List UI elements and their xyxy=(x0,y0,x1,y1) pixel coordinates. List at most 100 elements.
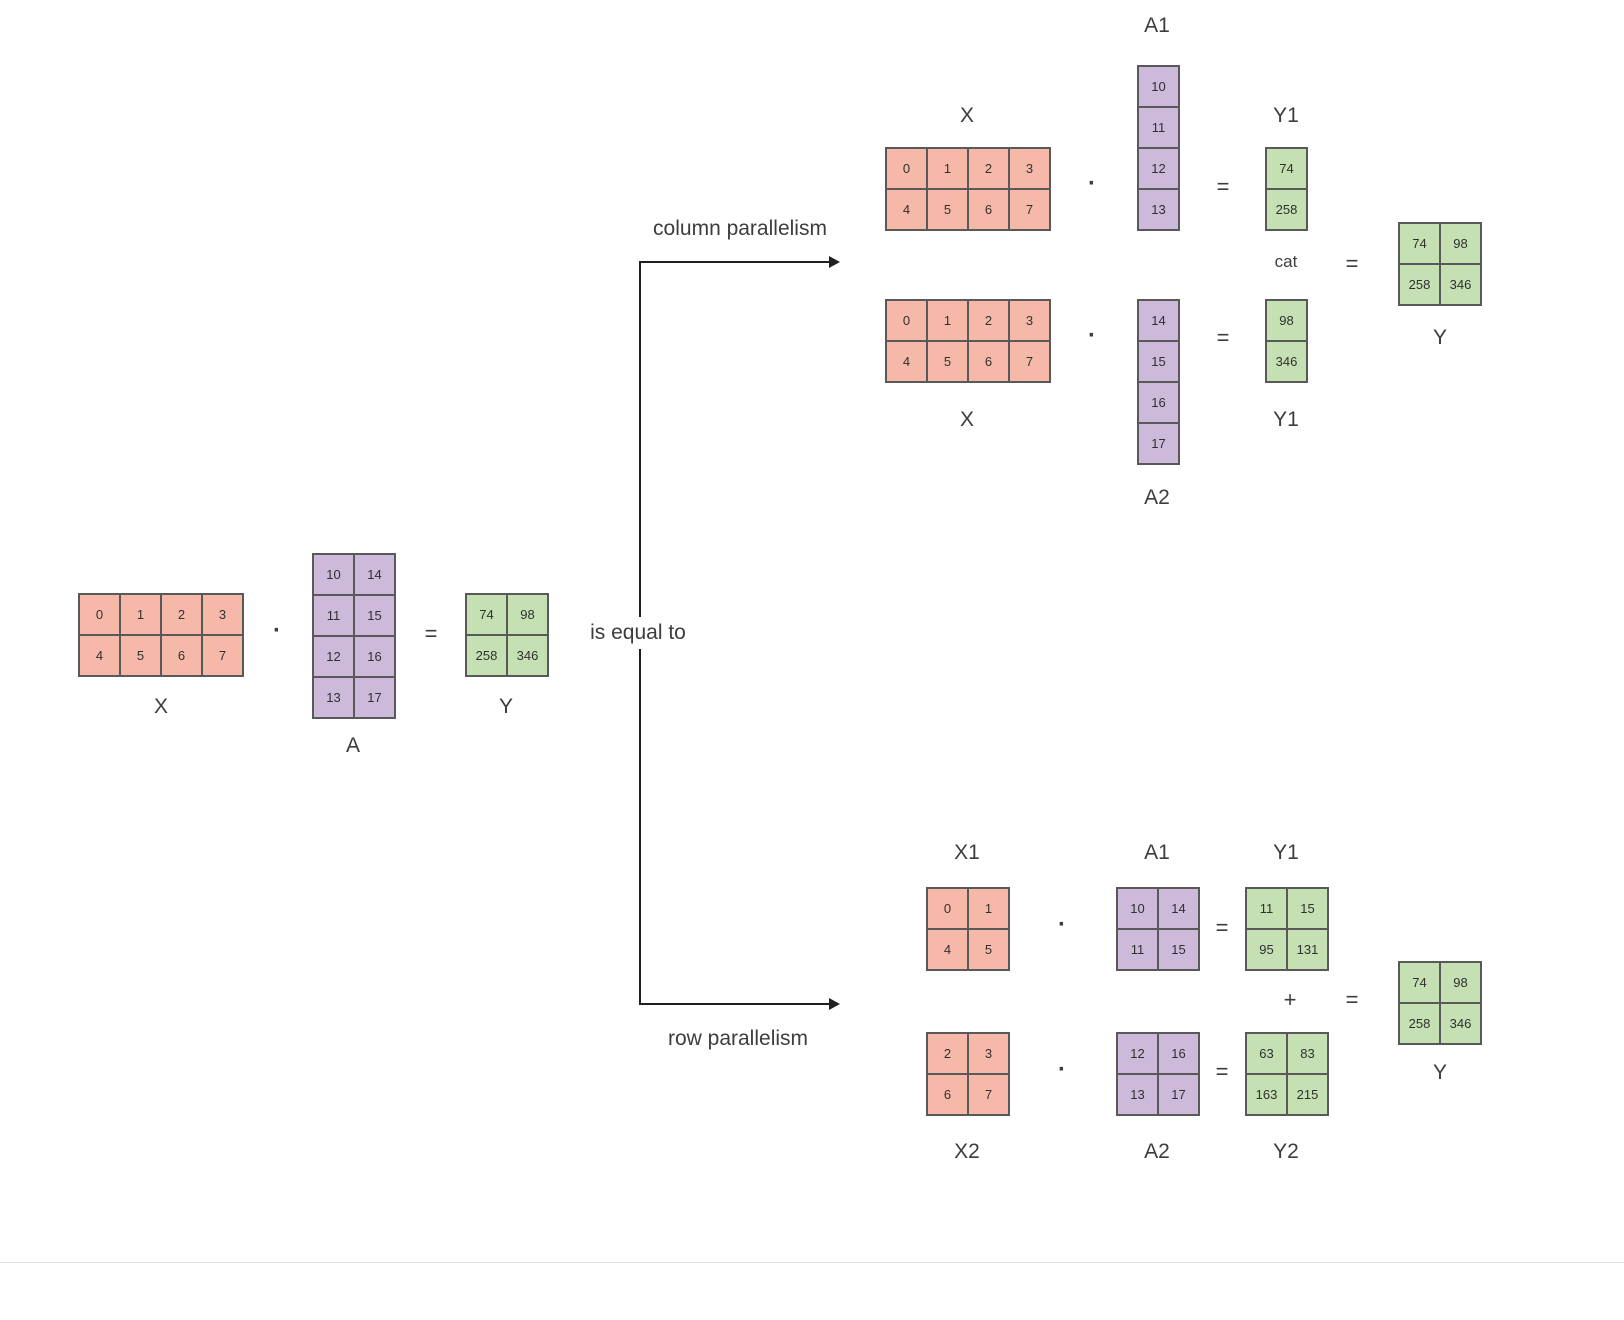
matrix-cell: 74 xyxy=(1266,148,1307,189)
matrix-cell: 3 xyxy=(202,594,243,635)
matrix-cell: 7 xyxy=(968,1074,1009,1115)
rp-dot-top-operator: · xyxy=(1058,911,1066,938)
rp-y-result-label: Y xyxy=(1432,1061,1448,1084)
matrix-cell: 10 xyxy=(1117,888,1158,929)
matrix-cell: 131 xyxy=(1287,929,1328,970)
matrix-cell: 5 xyxy=(927,341,968,382)
matrix-cell: 14 xyxy=(1158,888,1199,929)
rp-x2-label: X2 xyxy=(954,1140,980,1163)
matrix-cell: 3 xyxy=(968,1033,1009,1074)
matrix-cell: 15 xyxy=(1158,929,1199,970)
matrix-cell: 17 xyxy=(354,677,395,718)
matrix-cell: 5 xyxy=(968,929,1009,970)
rp-equals-bottom-operator: = xyxy=(1215,1059,1229,1084)
column-parallelism-arrow-line xyxy=(639,261,829,263)
is-equal-to-label: is equal to xyxy=(578,617,698,649)
cp-dot-top-operator: · xyxy=(1088,170,1096,197)
matrix-cell: 6 xyxy=(161,635,202,676)
matrix-cell: 7 xyxy=(1009,341,1050,382)
cp-equals-top-operator: = xyxy=(1216,174,1230,199)
matrix-cell: 83 xyxy=(1287,1033,1328,1074)
matrix-cell: 163 xyxy=(1246,1074,1287,1115)
matrix-cell: 0 xyxy=(927,888,968,929)
rp-plus-operator: + xyxy=(1283,987,1297,1012)
matrix-cell: 13 xyxy=(1117,1074,1158,1115)
matrix-cell: 7 xyxy=(1009,189,1050,230)
matrix-cell: 17 xyxy=(1138,423,1179,464)
cp-a2-label: A2 xyxy=(1144,486,1170,509)
matrix-cell: 98 xyxy=(1266,300,1307,341)
cp-x-bottom-label: X xyxy=(959,408,975,431)
matrix-cell: 2 xyxy=(968,148,1009,189)
cp-a1-label: A1 xyxy=(1144,14,1170,37)
cp-x-top-label: X xyxy=(959,104,975,127)
matrix-cell: 12 xyxy=(1138,148,1179,189)
matrix-cell: 16 xyxy=(1158,1033,1199,1074)
row-parallelism-arrowhead-icon xyxy=(829,998,840,1010)
matrix-cell: 4 xyxy=(886,189,927,230)
matrix-cell: 4 xyxy=(79,635,120,676)
matrix-cell: 11 xyxy=(313,595,354,636)
matrix-cell: 98 xyxy=(1440,962,1481,1003)
matrix-cell: 17 xyxy=(1158,1074,1199,1115)
page-bottom-divider xyxy=(0,1262,1624,1263)
matrix-cell: 74 xyxy=(1399,962,1440,1003)
matrix-cell: 74 xyxy=(1399,223,1440,264)
matrix-cell: 258 xyxy=(466,635,507,676)
base-a-label: A xyxy=(345,734,361,757)
matrix-cell: 13 xyxy=(1138,189,1179,230)
matrix-cell: 11 xyxy=(1246,888,1287,929)
matrix-cell: 5 xyxy=(927,189,968,230)
rp-y1-label: Y1 xyxy=(1273,841,1299,864)
cp-cat-equals-operator: = xyxy=(1345,251,1359,276)
matrix-cell: 15 xyxy=(1138,341,1179,382)
matrix-cell: 12 xyxy=(313,636,354,677)
matrix-cell: 346 xyxy=(1440,1003,1481,1044)
matrix-cell: 15 xyxy=(1287,888,1328,929)
matrix-cell: 4 xyxy=(886,341,927,382)
matrix-cell: 6 xyxy=(968,189,1009,230)
matrix-cell: 12 xyxy=(1117,1033,1158,1074)
base-equals-operator: = xyxy=(424,621,438,646)
matrix-cell: 258 xyxy=(1399,1003,1440,1044)
rp-x1-label: X1 xyxy=(954,841,980,864)
matrix-cell: 6 xyxy=(968,341,1009,382)
matrix-cell: 5 xyxy=(120,635,161,676)
matrix-cell: 3 xyxy=(1009,300,1050,341)
rp-a2-label: A2 xyxy=(1144,1140,1170,1163)
matrix-cell: 15 xyxy=(354,595,395,636)
matrix-cell: 0 xyxy=(886,300,927,341)
column-parallelism-arrowhead-icon xyxy=(829,256,840,268)
column-parallelism-label: column parallelism xyxy=(653,217,827,240)
matrix-cell: 10 xyxy=(1138,66,1179,107)
matrix-cell: 346 xyxy=(507,635,548,676)
row-parallelism-arrow-line xyxy=(639,1003,829,1005)
matrix-cell: 98 xyxy=(1440,223,1481,264)
matrix-cell: 13 xyxy=(313,677,354,718)
matrix-cell: 3 xyxy=(1009,148,1050,189)
matrix-cell: 16 xyxy=(354,636,395,677)
matrix-cell: 11 xyxy=(1117,929,1158,970)
matrix-cell: 1 xyxy=(927,300,968,341)
matrix-cell: 258 xyxy=(1399,264,1440,305)
rp-result-equals-operator: = xyxy=(1345,987,1359,1012)
matrix-cell: 16 xyxy=(1138,382,1179,423)
rp-dot-bottom-operator: · xyxy=(1058,1056,1066,1083)
matrix-cell: 215 xyxy=(1287,1074,1328,1115)
matrix-cell: 14 xyxy=(1138,300,1179,341)
cp-y1-bottom-label: Y1 xyxy=(1273,408,1299,431)
base-y-label: Y xyxy=(498,695,514,718)
